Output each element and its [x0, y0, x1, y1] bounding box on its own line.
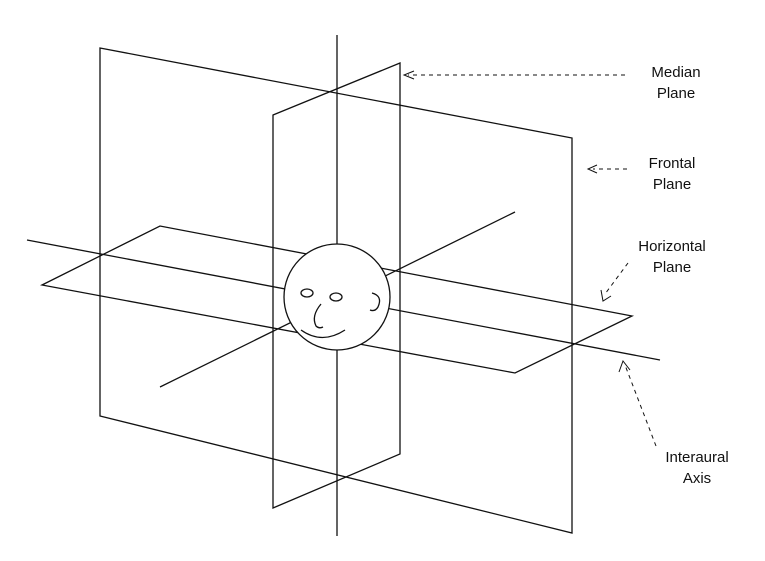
horizontal-plane-label-line2: Plane: [652, 259, 692, 276]
interaural-arrowhead: [618, 359, 631, 373]
right-eye: [329, 292, 343, 302]
interaural-axis-label-line1: Interaural: [665, 449, 729, 466]
horizontal-arrowhead: [600, 289, 612, 302]
median-plane: [272, 62, 401, 509]
left-eye: [300, 288, 314, 298]
horizontal-plane-label-line1: Horizontal: [638, 238, 706, 255]
frontal-plane-label-line1: Frontal: [648, 155, 696, 172]
horizontal-arrow: [604, 262, 629, 295]
median-arrowhead: [402, 70, 415, 80]
head-outline: [283, 243, 391, 351]
horizontal-plane-label: Horizontal Plane: [622, 236, 722, 278]
nose: [313, 303, 324, 329]
frontal-plane-label: Frontal Plane: [632, 153, 712, 195]
interaural-arrow: [624, 364, 657, 447]
head: [283, 243, 391, 351]
leader-arrows: [402, 70, 657, 447]
median-plane-label-line2: Plane: [656, 85, 696, 102]
interaural-axis-label-line2: Axis: [682, 470, 712, 487]
frontal-plane-label-line2: Plane: [652, 176, 692, 193]
interaural-axis-label: Interaural Axis: [652, 447, 742, 489]
frontal-plane: [99, 47, 573, 534]
median-plane-label-line1: Median: [651, 64, 701, 81]
mouth: [300, 329, 346, 339]
median-plane-label: Median Plane: [636, 62, 716, 104]
right-ear: [369, 292, 381, 312]
frontal-arrowhead: [586, 164, 598, 174]
